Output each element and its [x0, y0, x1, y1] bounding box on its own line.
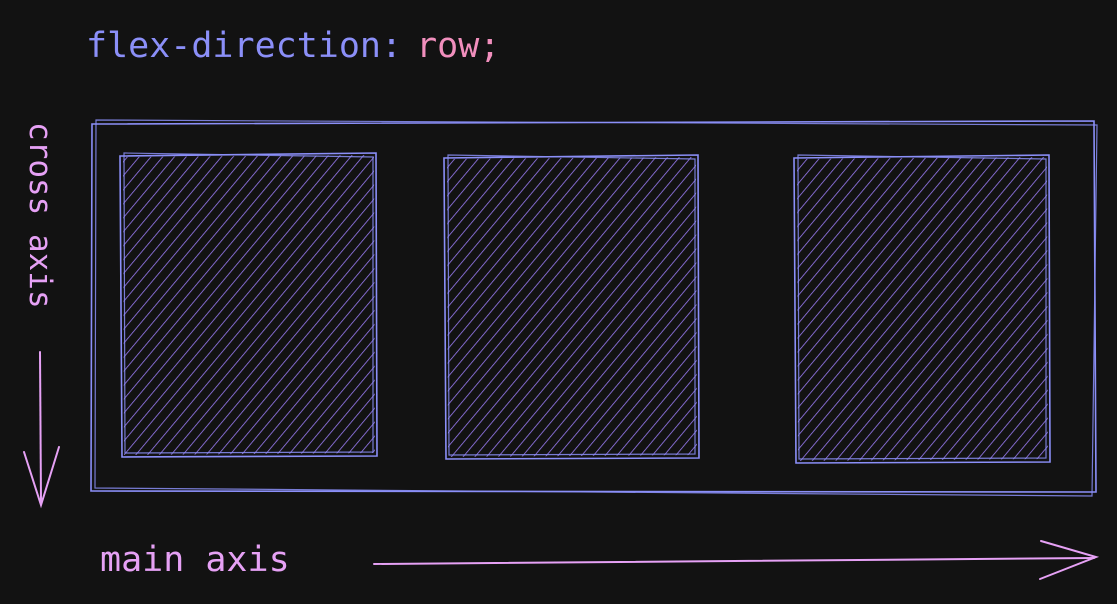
cross-axis-label: cross axis — [22, 122, 58, 309]
css-terminator: ; — [479, 26, 501, 66]
flex-item-3 — [793, 154, 1051, 464]
flex-item-1 — [119, 152, 378, 458]
flex-container — [90, 119, 1098, 497]
css-value: row — [416, 26, 480, 66]
flex-item-hatch — [447, 157, 697, 457]
flex-item-outline — [119, 152, 378, 458]
css-property: flex-direction: — [86, 26, 403, 66]
flex-item-hatch — [797, 157, 1048, 461]
cross-axis-arrow — [23, 351, 60, 509]
flex-item-outline-sketch — [797, 154, 1047, 460]
main-axis-label: main axis — [100, 540, 290, 580]
main-axis-arrow — [373, 540, 1100, 580]
flex-item-outline — [443, 154, 700, 460]
flex-item-hatch — [123, 155, 375, 455]
flex-item-outline-sketch — [123, 152, 374, 454]
flex-item-2 — [443, 154, 700, 460]
css-declaration: flex-direction: row; — [86, 22, 500, 70]
flex-item-outline-sketch — [447, 154, 696, 456]
flex-item-outline — [793, 154, 1051, 464]
